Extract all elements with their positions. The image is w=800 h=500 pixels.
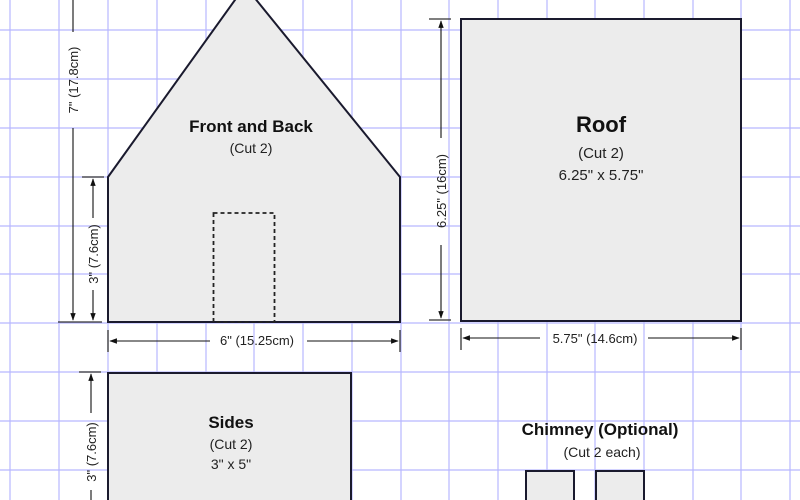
sides-cut: (Cut 2) [210,436,253,452]
sides-height-label: 3" (7.6cm) [84,422,99,482]
chimney-piece: Chimney (Optional) (Cut 2 each) [522,420,679,500]
chimney-title: Chimney (Optional) [522,420,679,439]
front-width-dimension: 6" (15.25cm) [107,330,401,352]
roof-cut: (Cut 2) [578,145,624,162]
front-height-label: 7" (17.8cm) [66,47,81,114]
sides-title: Sides [208,413,253,432]
front-wall-height-dimension: 3" (7.6cm) [82,176,104,321]
front-height-dimension: 7" (17.8cm) [58,0,102,323]
roof-size: 6.25" x 5.75" [559,167,644,184]
sides-size: 3" x 5" [211,456,251,472]
chimney-part-b [595,470,645,500]
chimney-cut: (Cut 2 each) [563,444,640,460]
front-back-piece: Front and Back (Cut 2) [107,0,401,323]
front-wall-height-label: 3" (7.6cm) [86,224,101,284]
front-back-title: Front and Back [189,117,313,136]
roof-width-dimension: 5.75" (14.6cm) [460,328,742,350]
roof-height-label: 6.25" (16cm) [434,154,449,228]
roof-piece: Roof (Cut 2) 6.25" x 5.75" [460,18,742,322]
roof-height-dimension: 6.25" (16cm) [429,18,451,321]
sides-piece: Sides (Cut 2) 3" x 5" [107,372,352,500]
door-outline [212,212,276,323]
front-back-cut: (Cut 2) [230,140,273,156]
front-width-label: 6" (15.25cm) [220,333,294,348]
roof-width-label: 5.75" (14.6cm) [553,331,638,346]
roof-title: Roof [576,112,627,137]
sides-height-dimension: 3" (7.6cm) [79,371,101,500]
chimney-part-a [525,470,575,500]
